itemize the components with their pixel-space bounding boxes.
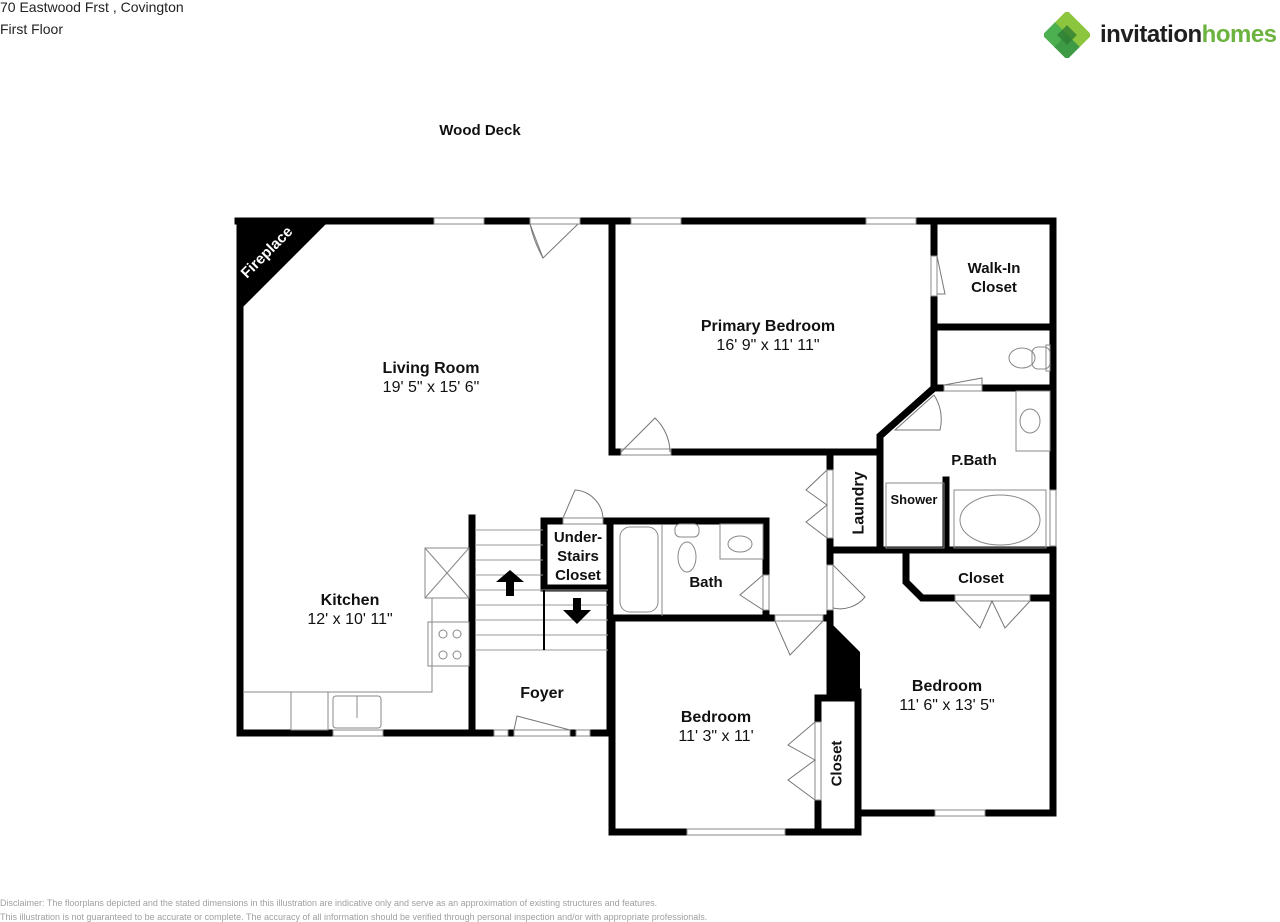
logo-wordmark: invitationhomes (1100, 21, 1277, 49)
bedroom-right-label: Bedroom 11' 6" x 13' 5" (899, 677, 994, 715)
disclaimer-line-2: This illustration is not guaranteed to b… (0, 912, 708, 922)
bedroom-center-label: Bedroom 11' 3" x 11' (678, 708, 753, 746)
primary-bedroom-label: Primary Bedroom 16' 9" x 11' 11" (701, 317, 835, 355)
stairs-up-arrow-icon (496, 570, 524, 596)
bedroom-center-dims: 11' 3" x 11' (678, 728, 754, 745)
living-room-label: Living Room 19' 5" x 15' 6" (383, 359, 480, 397)
kitchen-name: Kitchen (320, 592, 380, 609)
closet-upper-right-label: Closet (958, 570, 1004, 587)
invitation-homes-logo: invitationhomes (1044, 12, 1280, 58)
clover-diamond-icon (1044, 12, 1090, 58)
foyer-label: Foyer (520, 685, 564, 702)
walk-in-closet-label: Walk-In Closet (967, 260, 1021, 296)
bedroom-right-name: Bedroom (911, 678, 983, 695)
primary-bedroom-dims: 16' 9" x 11' 11" (716, 337, 820, 354)
living-room-dims: 19' 5" x 15' 6" (382, 379, 480, 396)
shower-label: Shower (890, 492, 938, 507)
logo-word-invitation: invitation (1100, 21, 1202, 48)
laundry-label: Laundry (850, 471, 868, 535)
closet-vertical-label: Closet (828, 740, 846, 787)
disclaimer-line-1: Disclaimer: The floorplans depicted and … (0, 898, 658, 908)
wood-deck-label: Wood Deck (439, 122, 521, 139)
property-address: 70 Eastwood Frst , Covington (0, 0, 184, 15)
kitchen-dims: 12' x 10' 11" (307, 611, 393, 628)
under-stairs-closet-label: Under- Stairs Closet (553, 529, 603, 584)
primary-bedroom-name: Primary Bedroom (700, 318, 836, 335)
p-bath-label: P.Bath (951, 452, 997, 469)
living-room-name: Living Room (382, 360, 480, 377)
floor-label: First Floor (0, 21, 63, 37)
kitchen-label: Kitchen 12' x 10' 11" (307, 591, 392, 629)
logo-word-homes: homes (1201, 21, 1277, 48)
bedroom-right-dims: 11' 6" x 13' 5" (899, 697, 995, 714)
bedroom-center-name: Bedroom (680, 709, 752, 726)
bath-label: Bath (689, 574, 723, 591)
stairs-down-arrow-icon (563, 598, 591, 624)
